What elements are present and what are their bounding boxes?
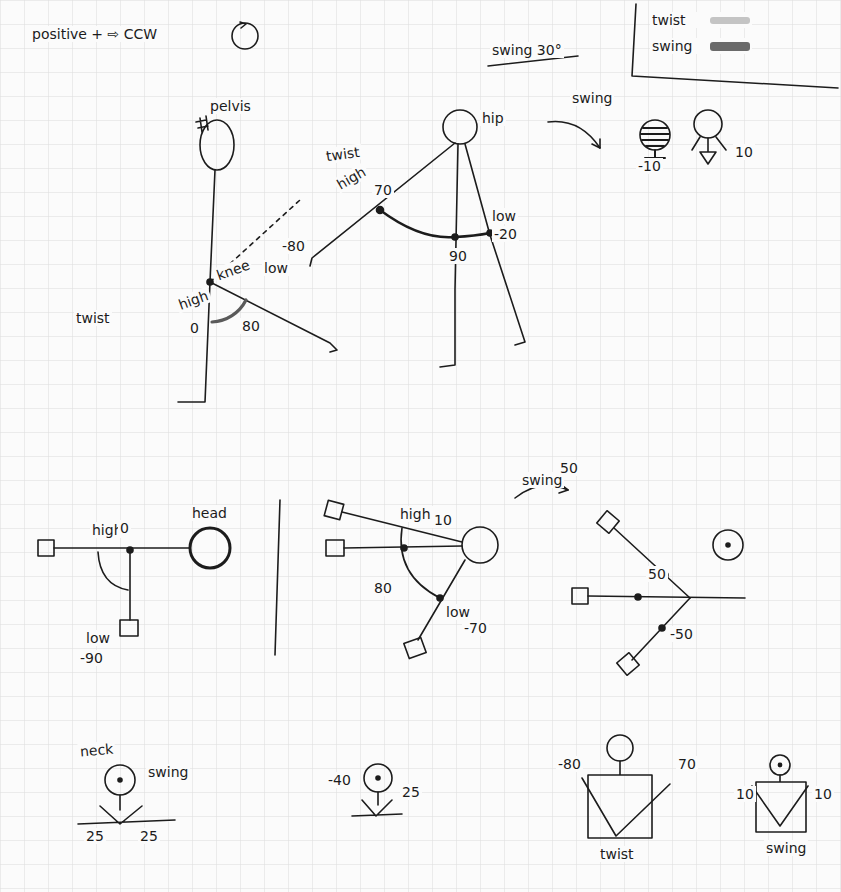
sketch-label: 10 (733, 144, 755, 160)
sketch-label: hip (480, 110, 506, 126)
legend-swatch (710, 17, 750, 24)
sketch-label: 25 (400, 784, 422, 800)
sketch-label: swing (146, 764, 190, 780)
sketch-label: positive + ⇨ CCW (30, 26, 159, 42)
sketch-label: pelvis (208, 98, 253, 114)
legend-text: twist (652, 12, 700, 28)
sketch-label: twist (74, 310, 112, 326)
sketch-label: -80 (556, 756, 583, 772)
sketch-label: 10 (432, 512, 454, 528)
sketch-label: -20 (492, 226, 519, 242)
sketch-label: 10 (812, 786, 834, 802)
sketch-label: 25 (138, 828, 160, 844)
sketch-label: 50 (558, 460, 580, 476)
sketch-label: 50 (646, 566, 668, 582)
sketch-label: 70 (676, 756, 698, 772)
sketch-label: -80 (280, 238, 307, 254)
sketch-label: -90 (78, 650, 105, 666)
sketch-label: 90 (447, 248, 469, 264)
sketch-label: low (444, 604, 472, 620)
sketch-label: -70 (462, 620, 489, 636)
sketch-label: swing (764, 840, 808, 856)
sketch-label: swing 30° (490, 42, 564, 58)
sketch-label: -50 (668, 626, 695, 642)
sketch-label: neck (77, 740, 116, 759)
sketch-label: -10 (636, 158, 663, 174)
sketch-label: -40 (326, 772, 353, 788)
sketch-label: head (190, 505, 229, 521)
sketch-label: 25 (84, 828, 106, 844)
legend-text: swing (652, 38, 700, 54)
sketch-label: 70 (372, 182, 394, 198)
sketch-label: high (398, 506, 433, 522)
sketch-label: swing (570, 90, 614, 106)
legend-row: swing (650, 38, 752, 54)
sketch-label: twist (598, 846, 636, 862)
sketch-label: 0 (188, 320, 201, 336)
sketch-label: low (262, 260, 290, 276)
sketch-label: 10 (734, 786, 756, 802)
sketch-label: 80 (372, 580, 394, 596)
sketch-label: 0 (118, 520, 131, 536)
sketch-label: low (490, 208, 518, 224)
sketch-label: 80 (240, 318, 262, 334)
legend-row: twist (650, 12, 752, 28)
legend-swatch (710, 42, 750, 51)
sketch-label: low (84, 630, 112, 646)
